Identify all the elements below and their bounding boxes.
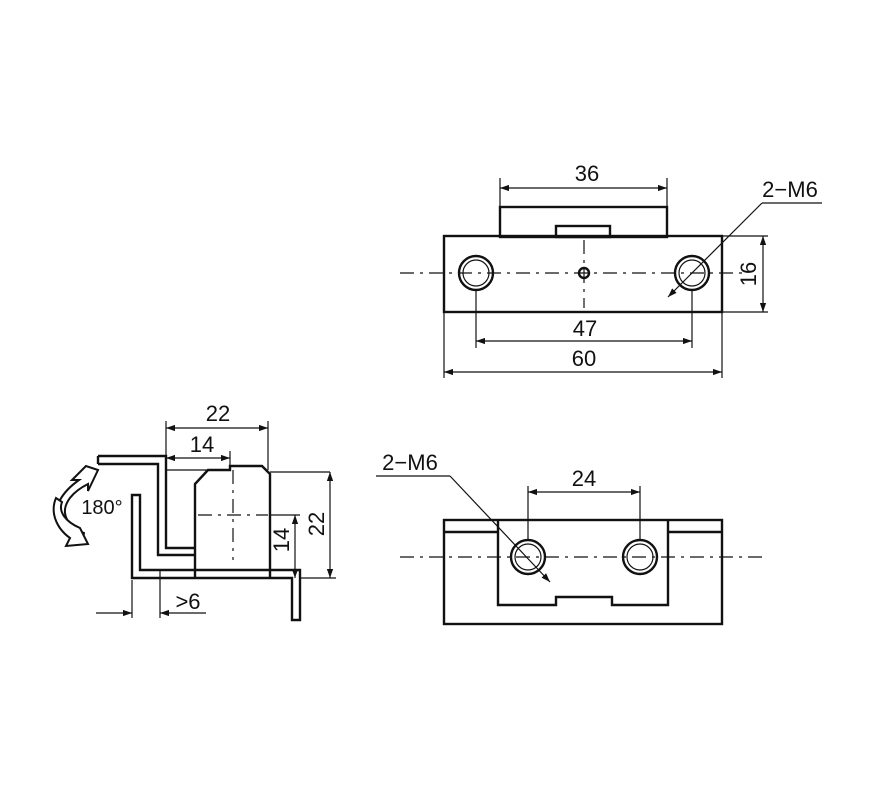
top-view: 36 2−M6 16 47 60 [400, 161, 822, 378]
dim-22-top-label: 22 [206, 401, 230, 426]
dim-47-label: 47 [573, 316, 597, 341]
front-inner-plate [496, 520, 670, 607]
top-thread-leader [667, 202, 763, 298]
top-thread-label: 2−M6 [762, 177, 818, 202]
dim-22-vertical-label: 22 [304, 512, 329, 536]
dim-36-label: 36 [575, 161, 599, 186]
top-center-hole [577, 266, 591, 280]
front-thread-label: 2−M6 [382, 450, 438, 475]
side-view: 22 14 14 22 >6 180° [52, 401, 336, 622]
side-lower-plate [130, 493, 302, 622]
top-main-plate [442, 234, 724, 314]
dim-14-top-label: 14 [190, 432, 214, 457]
dim-60-label: 60 [572, 346, 596, 371]
front-view: 24 2−M6 [376, 450, 765, 626]
dim-24-label: 24 [572, 466, 596, 491]
dim-offset-label: >6 [175, 589, 200, 614]
side-upper-plate-outer [98, 454, 195, 550]
top-back-block [498, 205, 669, 239]
dim-14-vertical-label: 14 [269, 528, 294, 552]
rotation-180-label: 180° [81, 497, 122, 519]
side-upper-plate-inner [98, 462, 195, 557]
side-knuckle [193, 464, 272, 578]
front-main-plate [442, 518, 724, 626]
dim-16-label: 16 [736, 262, 761, 286]
front-thread-leader [449, 475, 551, 583]
rotation-180-icon [52, 464, 100, 548]
